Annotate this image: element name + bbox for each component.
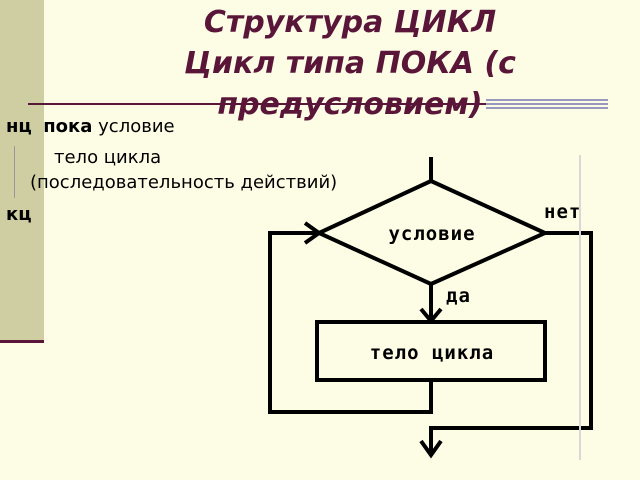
code-body-bracket xyxy=(14,146,15,198)
yes-label: да xyxy=(446,285,471,307)
body-box-label: тело цикла xyxy=(370,342,494,364)
code-condition: условие xyxy=(98,116,175,137)
keyword-end: кц xyxy=(6,204,32,225)
code-body-note: (последовательность действий) xyxy=(30,172,338,193)
keyword-while: пока xyxy=(43,116,93,137)
no-flow-line xyxy=(429,231,593,455)
title-divider xyxy=(28,103,608,105)
loop-back-line xyxy=(268,231,433,414)
code-line-begin: нц пока условие xyxy=(6,116,175,137)
side-decor-bar xyxy=(0,0,44,342)
title-divider-accent xyxy=(486,99,608,109)
title-line-1: Структура ЦИКЛ xyxy=(203,5,497,40)
code-body: тело цикла xyxy=(54,147,162,168)
exit-arrowhead xyxy=(419,439,443,459)
diamond-condition-label: условие xyxy=(388,223,475,245)
loop-back-arrowhead xyxy=(303,221,323,245)
no-label: нет xyxy=(544,201,581,223)
keyword-begin: нц xyxy=(6,116,32,137)
side-decor-underline xyxy=(0,340,44,343)
